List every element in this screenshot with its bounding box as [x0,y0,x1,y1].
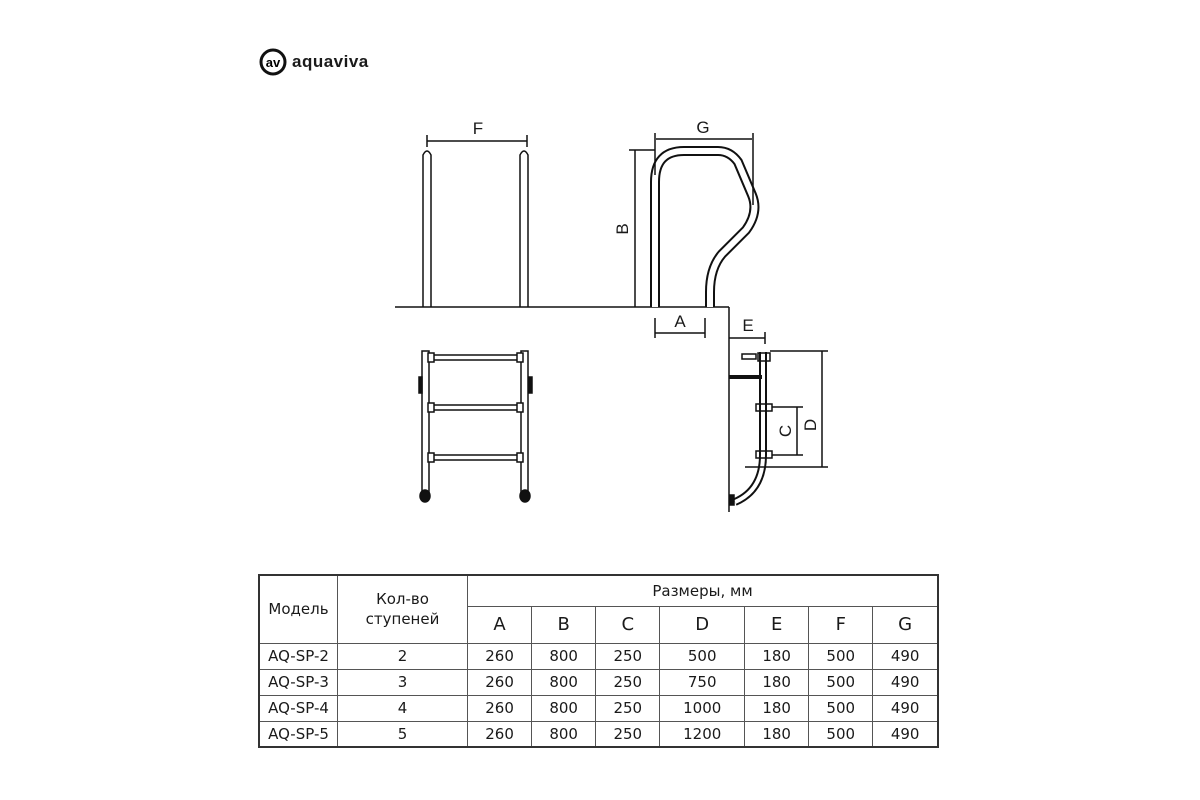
dim-label-f: F [473,119,483,138]
cell-f: 500 [808,642,874,670]
cell-a: 260 [466,694,533,722]
cell-e: 180 [744,668,810,696]
cell-e: 180 [744,642,810,670]
dim-label-a: A [674,312,686,331]
cell-model: AQ-SP-3 [258,668,338,696]
cell-d: 1000 [659,694,746,722]
cell-model: AQ-SP-5 [258,720,338,748]
cell-g: 490 [872,642,939,670]
cell-b: 800 [531,720,597,748]
cell-f: 500 [808,694,874,722]
cell-d: 1200 [659,720,746,748]
svg-text:av: av [266,55,281,70]
dim-label-e: E [742,316,753,335]
cell-a: 260 [466,720,533,748]
brand-name: aquaviva [292,52,369,71]
cell-d: 500 [659,642,746,670]
cell-steps: 2 [337,642,468,670]
front-view-ladder [418,350,533,503]
front-view-handrails [422,150,529,307]
cell-g: 490 [872,720,939,748]
dim-label-d: D [801,419,820,431]
side-view-ladder [729,352,773,506]
header-c: C [595,605,661,644]
table-row: AQ-SP-4 4 260 800 250 1000 180 500 490 [258,694,939,722]
cell-d: 750 [659,668,746,696]
side-view-handrail [650,146,760,307]
cell-b: 800 [531,642,597,670]
dim-label-g: G [696,118,709,137]
header-f: F [808,605,874,644]
cell-a: 260 [466,668,533,696]
cell-b: 800 [531,668,597,696]
cell-model: AQ-SP-2 [258,642,338,670]
cell-model: AQ-SP-4 [258,694,338,722]
cell-a: 260 [466,642,533,670]
cell-c: 250 [595,720,661,748]
cell-f: 500 [808,668,874,696]
cell-steps: 3 [337,668,468,696]
cell-e: 180 [744,720,810,748]
cell-b: 800 [531,694,597,722]
cell-e: 180 [744,694,810,722]
ladder-diagram: F G B A E C D [395,118,828,512]
cell-f: 500 [808,720,874,748]
table-row: AQ-SP-5 5 260 800 250 1200 180 500 490 [258,720,939,748]
cell-c: 250 [595,642,661,670]
cell-c: 250 [595,694,661,722]
header-model: Модель [258,574,338,644]
cell-g: 490 [872,694,939,722]
header-b: B [531,605,597,644]
dim-label-c: C [776,425,795,437]
brand-logo: av aquaviva [258,47,369,77]
header-g: G [872,605,939,644]
dimensions-table: Модель Кол-во ступеней Размеры, мм A B C… [258,574,939,748]
header-d: D [659,605,746,644]
cell-c: 250 [595,668,661,696]
dim-label-b: B [613,223,632,234]
cell-g: 490 [872,668,939,696]
header-steps: Кол-во ступеней [337,574,468,644]
cell-steps: 5 [337,720,468,748]
aquaviva-logo-icon: av [259,48,287,76]
cell-steps: 4 [337,694,468,722]
header-dimensions: Размеры, мм [467,574,939,607]
table-row: AQ-SP-3 3 260 800 250 750 180 500 490 [258,668,939,696]
header-a: A [466,605,533,644]
table-row: AQ-SP-2 2 260 800 250 500 180 500 490 [258,642,939,670]
header-e: E [744,605,810,644]
